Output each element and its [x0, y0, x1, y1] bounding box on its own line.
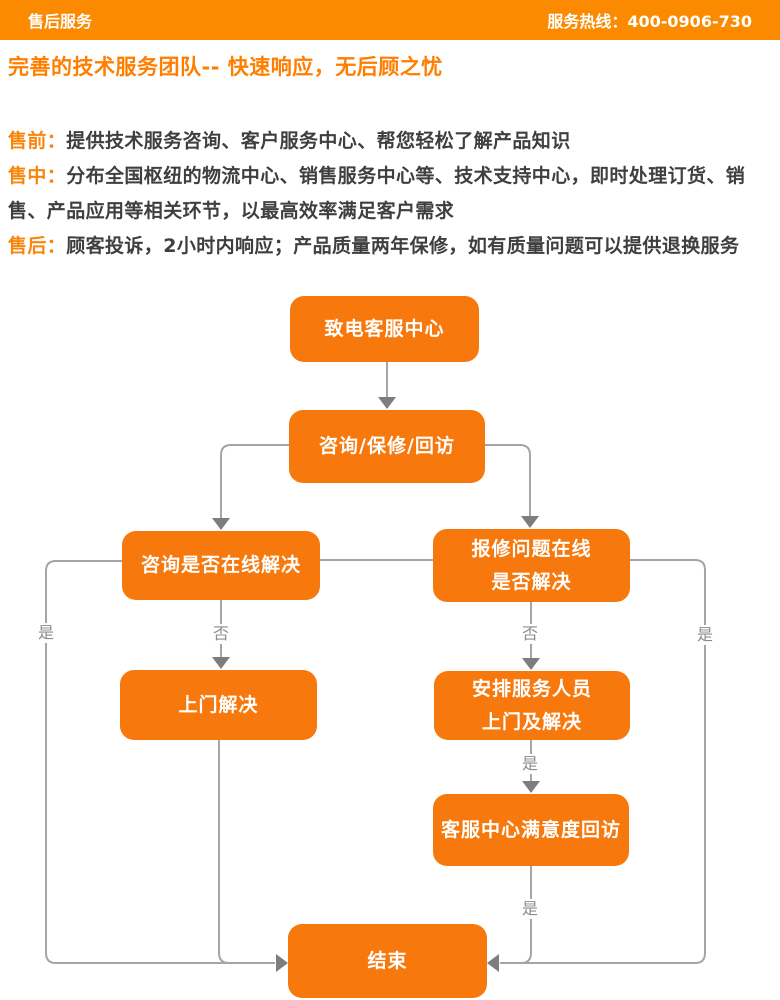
edge-label-yes-bottom: 是	[518, 899, 542, 919]
flow-node-label: 咨询/保修/回访	[319, 435, 455, 457]
edge-online-yes-to-end	[45, 560, 275, 964]
flow-node-label: 安排服务人员	[471, 677, 592, 700]
page-heading: 完善的技术服务团队-- 快速响应，无后顾之忧	[8, 55, 443, 79]
arrowhead-down-icon	[521, 516, 539, 528]
arrowhead-down-icon	[522, 658, 540, 670]
flow-node-satisfaction-visit: 客服中心满意度回访	[433, 794, 629, 866]
edge-onsite-to-end	[218, 740, 275, 964]
section-title: 售后服务	[28, 12, 93, 31]
edge-label-yes-far-right: 是	[693, 625, 717, 645]
flow-node-arrange-staff: 安排服务人员 上门及解决	[434, 671, 630, 740]
flow-node-online-consult: 咨询是否在线解决	[122, 531, 320, 600]
edge-label-yes-mid: 是	[518, 754, 542, 774]
flow-node-label: 咨询是否在线解决	[140, 554, 301, 576]
flow-node-onsite: 上门解决	[120, 670, 317, 740]
intro-aftersale: 售后：顾客投诉，2小时内响应；产品质量两年保修，如有质量问题可以提供退换服务	[8, 229, 774, 264]
flow-node-repair-online: 报修问题在线 是否解决	[433, 529, 630, 602]
flow-node-end: 结束	[288, 924, 487, 998]
presale-label: 售前：	[8, 130, 67, 152]
flow-node-label: 客服中心满意度回访	[440, 818, 621, 841]
arrowhead-down-icon	[522, 781, 540, 793]
flow-node-label: 上门解决	[178, 693, 259, 716]
flow-node-label: 致电客服中心	[324, 317, 445, 340]
edge-satisfaction-to-end	[500, 866, 532, 964]
presale-text: 提供技术服务咨询、客户服务中心、帮您轻松了解产品知识	[66, 130, 571, 152]
midsale-text: 分布全国枢纽的物流中心、销售服务中心等、技术支持中心，即时处理订货、销售、产品应…	[8, 165, 746, 222]
edge-label-no-right: 否	[518, 624, 542, 644]
aftersale-text: 顾客投诉，2小时内响应；产品质量两年保修，如有质量问题可以提供退换服务	[66, 235, 740, 257]
edge-consult-to-online	[220, 444, 289, 518]
edge-consult-to-repair	[485, 444, 531, 516]
aftersale-label: 售后：	[8, 235, 67, 257]
arrowhead-down-icon	[212, 657, 230, 669]
arrowhead-down-icon	[378, 397, 396, 409]
service-hotline: 服务热线：400-0906-730	[547, 12, 752, 31]
flow-node-consult: 咨询/保修/回访	[289, 410, 485, 483]
flow-node-label: 是否解决	[491, 570, 572, 593]
flow-node-label: 上门及解决	[481, 710, 582, 733]
intro-presale: 售前：提供技术服务咨询、客户服务中心、帮您轻松了解产品知识	[8, 124, 774, 159]
arrowhead-right-icon	[276, 954, 288, 972]
edge-label-no-left: 否	[209, 624, 233, 644]
edge-label-yes-far-left: 是	[34, 623, 58, 643]
flow-node-call-center: 致电客服中心	[290, 296, 479, 362]
edge-repair-yes-to-end	[500, 559, 706, 964]
top-bar: 售后服务 服务热线：400-0906-730	[0, 0, 780, 40]
midsale-label: 售中：	[8, 165, 67, 187]
flow-node-label: 报修问题在线	[471, 537, 592, 560]
intro-paragraphs: 售前：提供技术服务咨询、客户服务中心、帮您轻松了解产品知识 售中：分布全国枢纽的…	[8, 124, 774, 264]
flow-node-label: 结束	[367, 949, 408, 972]
intro-midsale: 售中：分布全国枢纽的物流中心、销售服务中心等、技术支持中心，即时处理订货、销售、…	[8, 159, 774, 229]
arrowhead-down-icon	[212, 518, 230, 530]
arrowhead-left-icon	[487, 954, 499, 972]
